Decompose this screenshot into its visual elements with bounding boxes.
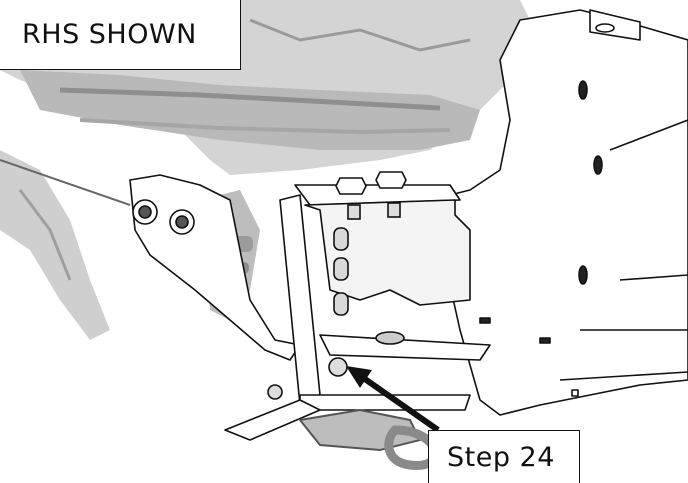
mounting-plate xyxy=(129,174,301,361)
step-callout: Step 24 xyxy=(428,430,580,483)
recovery-shackle xyxy=(298,408,440,470)
bolt-icon xyxy=(335,171,407,220)
view-label-text: RHS SHOWN xyxy=(22,19,197,50)
bolt-icon xyxy=(132,199,195,235)
tow-bracket xyxy=(224,184,491,441)
step-callout-text: Step 24 xyxy=(447,441,555,473)
arrow-icon xyxy=(346,366,440,433)
view-label: RHS SHOWN xyxy=(0,0,241,70)
chassis-rail xyxy=(429,9,688,416)
